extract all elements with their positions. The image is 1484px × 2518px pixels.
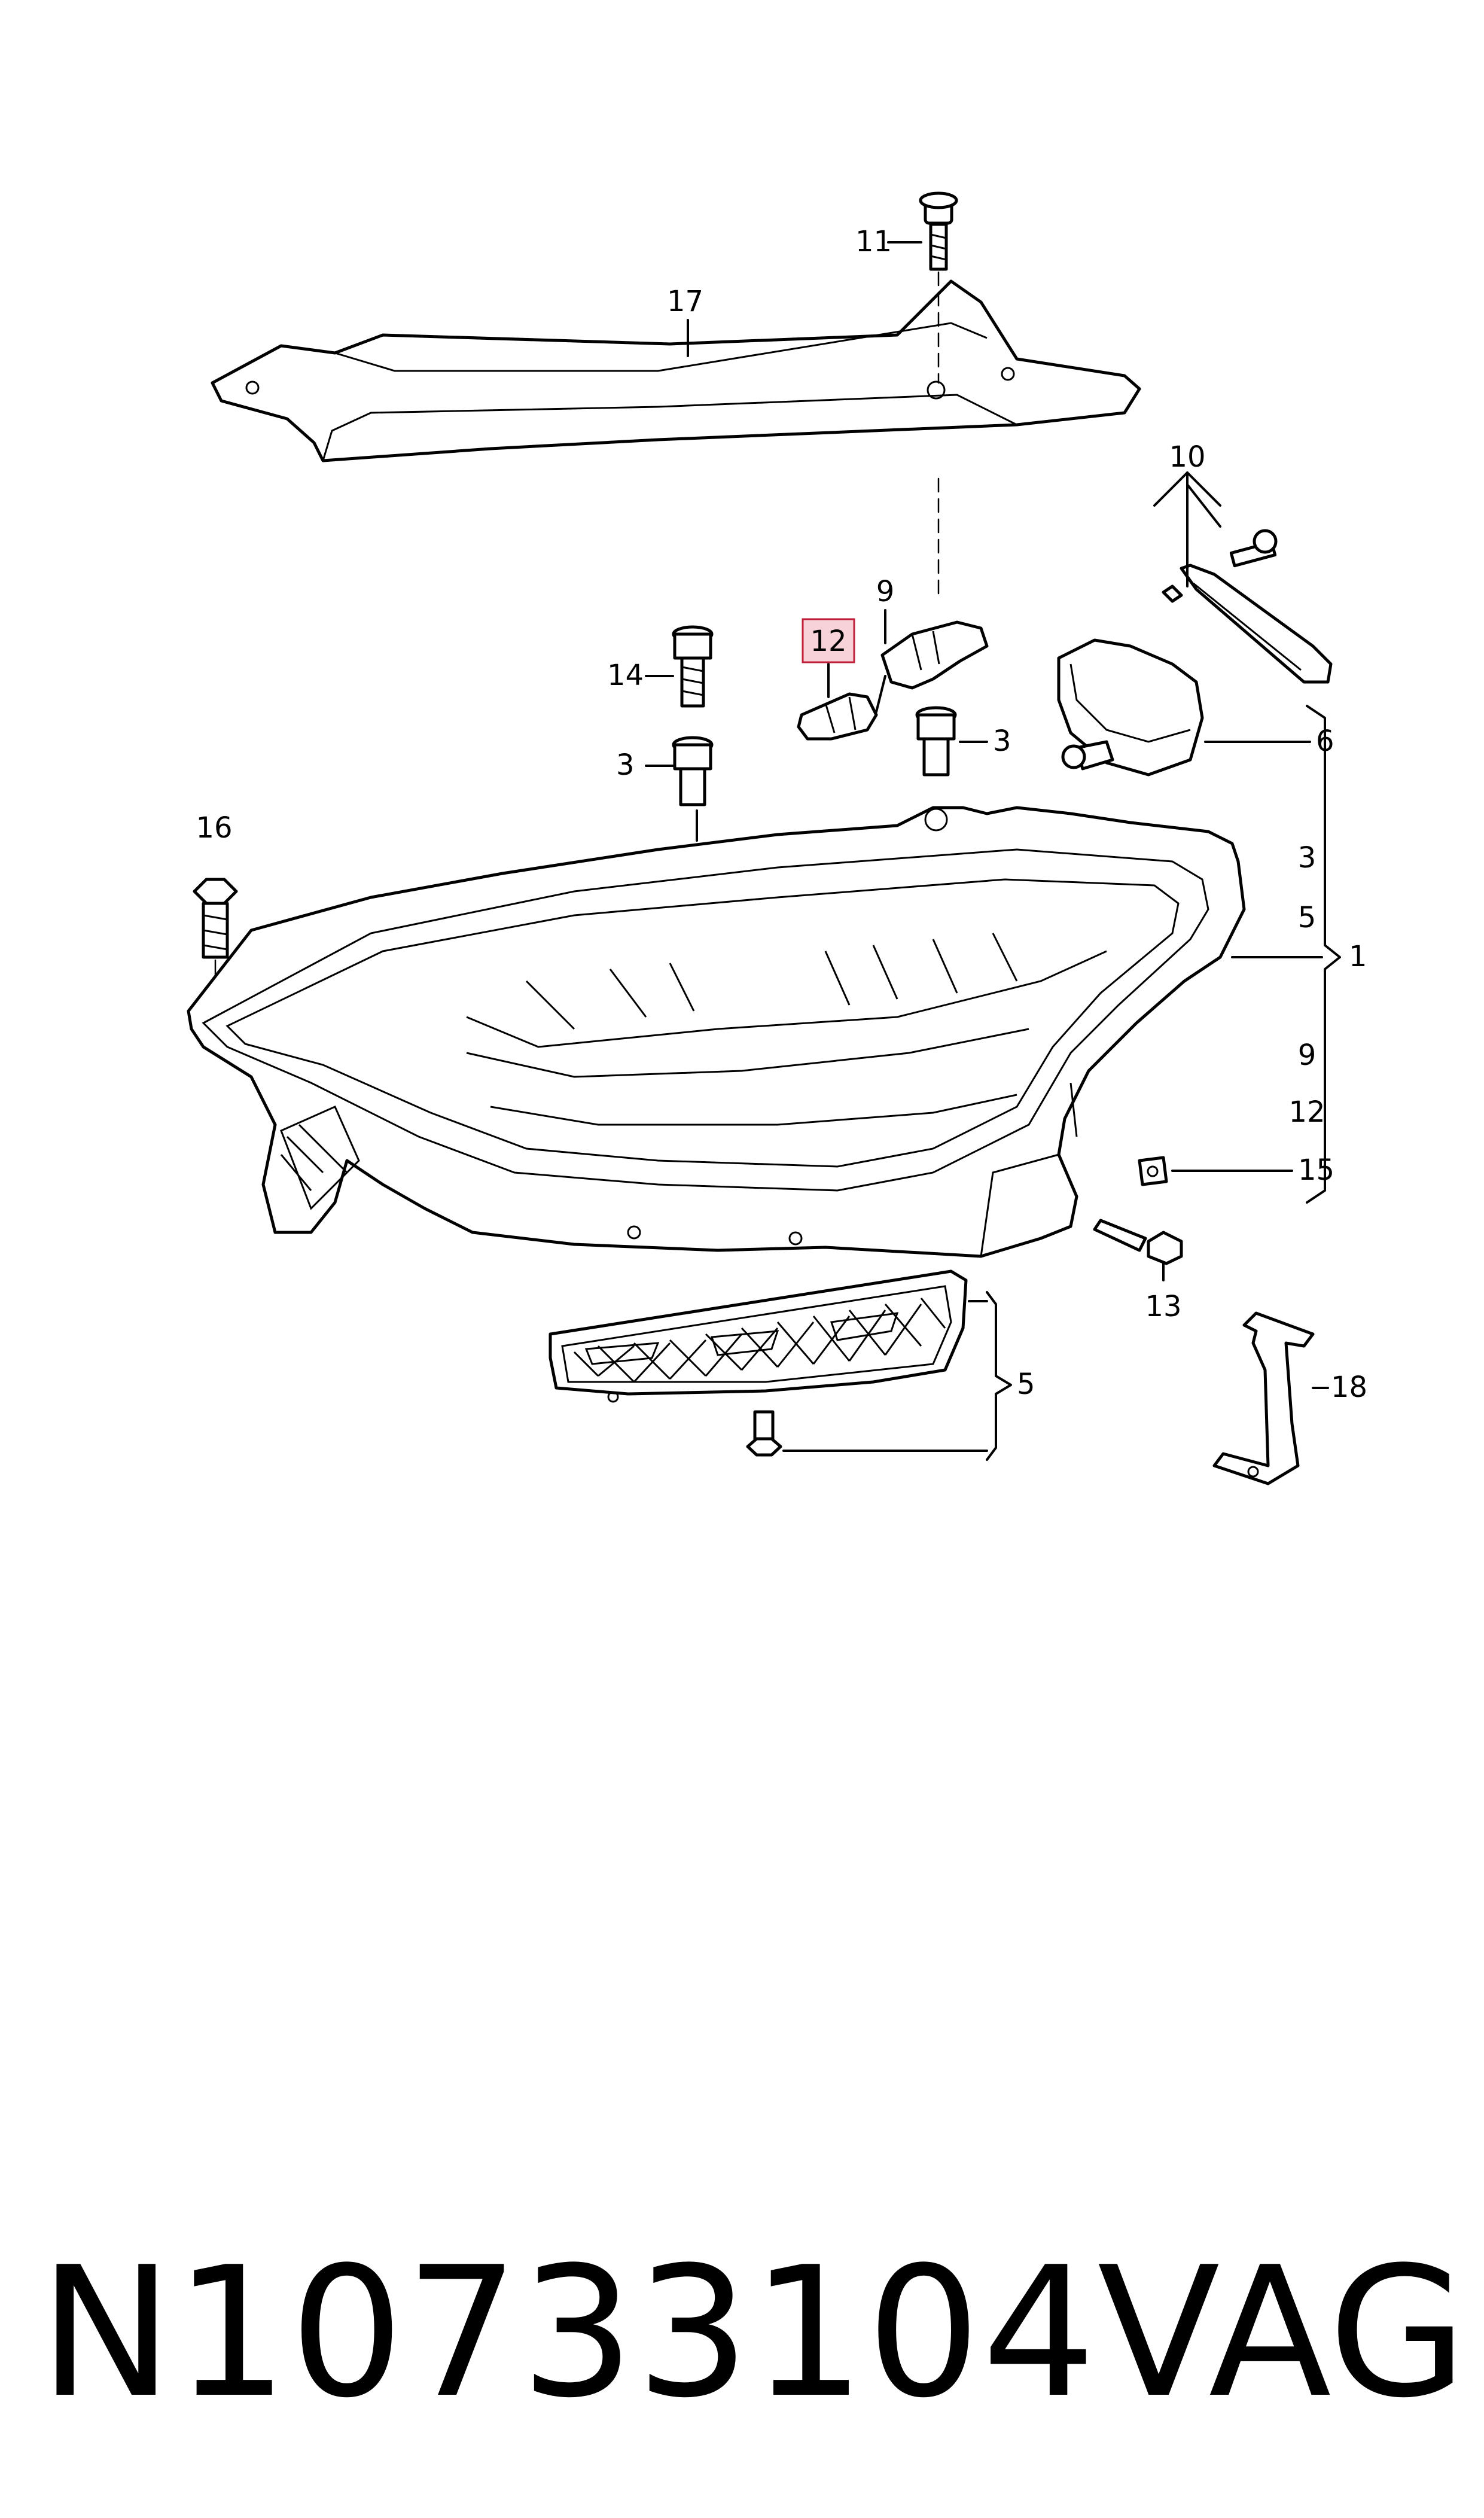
part-5-lower-panel[interactable]	[548, 1269, 968, 1403]
group-item-5: 5	[1298, 901, 1317, 934]
part-1-headlight-assembly[interactable]	[187, 806, 1246, 1258]
part-3-clip-left[interactable]	[672, 736, 714, 806]
part-17-mounting-bracket[interactable]	[211, 279, 1141, 462]
part-5-screw[interactable]	[746, 1410, 782, 1457]
callout-12: 12	[810, 625, 846, 658]
footer: N10733104 VAG	[0, 2213, 1484, 2453]
part-11-bolt[interactable]	[919, 191, 958, 271]
callout-5-bottom: 5	[1017, 1368, 1035, 1401]
group-item-9: 9	[1298, 1039, 1317, 1072]
callout-10: 10	[1169, 440, 1205, 474]
part-10-control-unit[interactable]	[1162, 529, 1333, 684]
part-15-clip[interactable]	[1138, 1156, 1168, 1186]
callout-16: 16	[196, 811, 232, 845]
callout-3-left: 3	[616, 748, 635, 782]
part-18-bracket[interactable]	[1212, 1311, 1315, 1485]
group-item-3: 3	[1298, 841, 1317, 875]
callout-18: 18	[1331, 1371, 1367, 1404]
callout-3-right: 3	[993, 724, 1011, 758]
callout-14: 14	[607, 659, 644, 692]
brand-label: VAG	[1097, 2228, 1467, 2437]
callout-15: 15	[1298, 1153, 1334, 1187]
part-9-bulb-holder[interactable]	[880, 620, 989, 690]
part-6-actuator[interactable]	[1057, 638, 1204, 777]
exploded-parts-diagram: 11 17 10 9 12 14 3 3 6 16 13 15 18 5 1 3…	[187, 191, 1367, 1485]
part-12-bulb[interactable]	[797, 675, 886, 741]
part-14-screw[interactable]	[672, 625, 714, 708]
part-number: N10733104	[39, 2228, 1098, 2437]
callout-11: 11	[855, 225, 892, 258]
part-3-clip-right[interactable]	[915, 706, 957, 777]
callout-17: 17	[667, 285, 703, 318]
group-item-12: 12	[1288, 1095, 1325, 1129]
part-13-bolt[interactable]	[1093, 1219, 1183, 1265]
callout-6: 6	[1316, 724, 1334, 758]
part-16-bolt[interactable]	[193, 878, 238, 959]
callout-9: 9	[876, 575, 895, 608]
brace-group-1	[1306, 705, 1341, 1204]
callout-1: 1	[1349, 940, 1367, 973]
callout-12-highlight	[802, 618, 855, 663]
callout-13: 13	[1145, 1290, 1181, 1323]
leader-lines	[645, 241, 1329, 1452]
brace-group-5	[986, 1291, 1012, 1461]
